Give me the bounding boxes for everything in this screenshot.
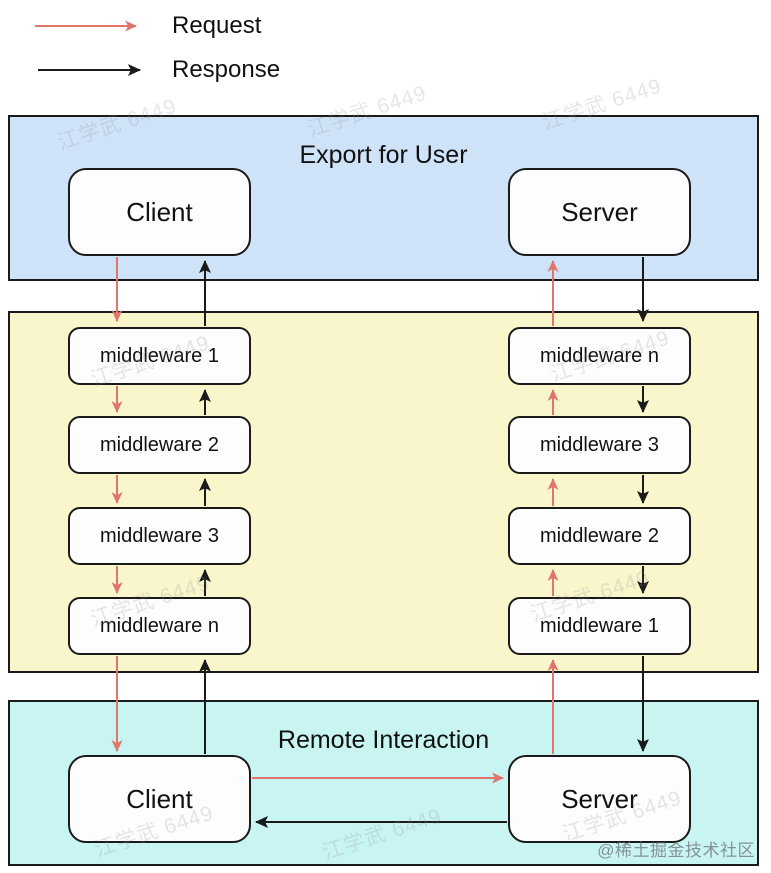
node-middleware-right-1: middleware 1	[508, 597, 691, 655]
node-middleware-left-1-label: middleware 1	[100, 344, 219, 367]
section-remote-title: Remote Interaction	[277, 726, 490, 754]
node-export-client: Client	[68, 168, 251, 256]
node-remote-client: Client	[68, 755, 251, 843]
node-middleware-right-3-label: middleware 3	[540, 433, 659, 456]
node-middleware-left-3: middleware 3	[68, 507, 251, 565]
node-middleware-right-n-label: middleware n	[540, 344, 659, 367]
node-middleware-right-2: middleware 2	[508, 507, 691, 565]
node-export-client-label: Client	[126, 196, 193, 227]
node-middleware-right-2-label: middleware 2	[540, 524, 659, 547]
watermark-credit: @稀土掘金技术社区	[597, 841, 755, 860]
node-middleware-left-1: middleware 1	[68, 327, 251, 385]
node-remote-server-label: Server	[561, 783, 638, 814]
node-export-server: Server	[508, 168, 691, 256]
node-remote-client-label: Client	[126, 783, 193, 814]
node-middleware-left-n: middleware n	[68, 597, 251, 655]
node-middleware-left-2: middleware 2	[68, 416, 251, 474]
node-remote-server: Server	[508, 755, 691, 843]
section-export-title: Export for User	[299, 141, 468, 169]
node-middleware-left-2-label: middleware 2	[100, 433, 219, 456]
node-middleware-left-3-label: middleware 3	[100, 524, 219, 547]
node-middleware-left-n-label: middleware n	[100, 614, 219, 637]
legend-request-label: Request	[172, 12, 262, 39]
node-middleware-right-3: middleware 3	[508, 416, 691, 474]
node-export-server-label: Server	[561, 196, 638, 227]
node-middleware-right-1-label: middleware 1	[540, 614, 659, 637]
legend-response-label: Response	[172, 56, 281, 83]
node-middleware-right-n: middleware n	[508, 327, 691, 385]
